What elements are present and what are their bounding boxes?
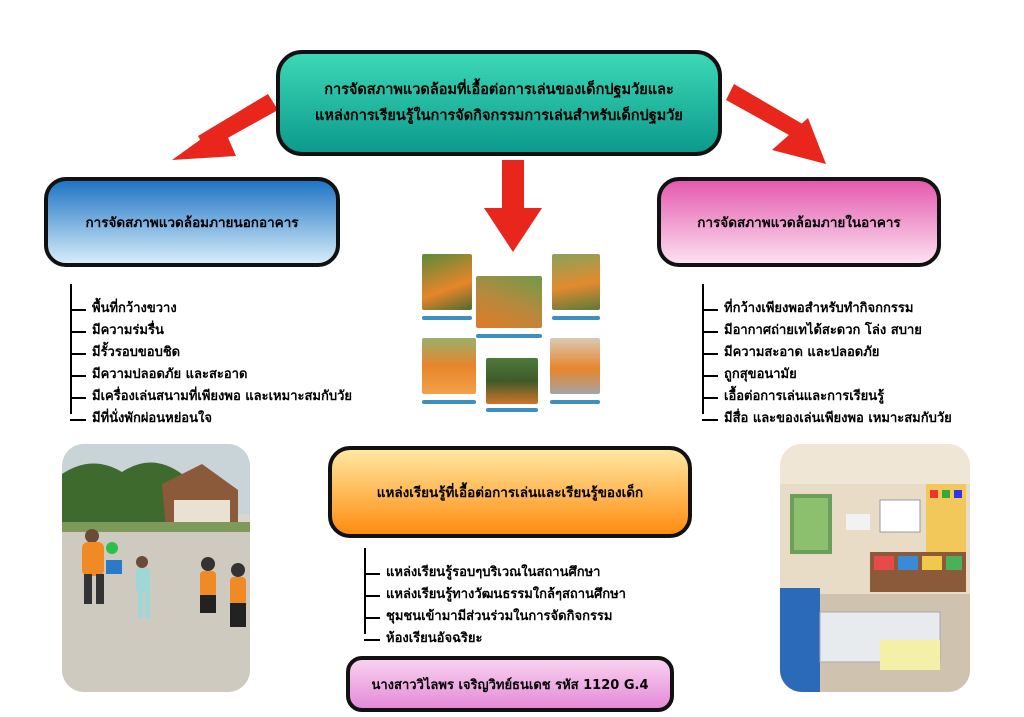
arrow-to-indoor (726, 84, 826, 164)
indoor-title-box: การจัดสภาพแวดล้อมภายในอาคาร (657, 177, 941, 267)
list-item: มีอากาศถ่ายเทได้สะดวก โล่ง สบาย (702, 320, 952, 342)
activity-collage (418, 254, 602, 414)
main-title-line-2: แหล่งการเรียนรู้ในการจัดกิจกรรมการเล่นสำ… (315, 108, 683, 124)
list-item: มีความปลอดภัย และสะอาด (70, 364, 352, 386)
main-title-line-1: การจัดสภาพแวดล้อมที่เอื้อต่อการเล่นของเด… (324, 82, 674, 98)
author-name: นางสาววิไลพร เจริญวิทย์ธนเดช รหัส 1120 G… (371, 677, 649, 693)
list-item: ชุมชนเข้ามามีส่วนร่วมในการจัดกิจกรรม (364, 606, 626, 628)
indoor-photo (780, 444, 970, 692)
collage-photo (552, 254, 600, 310)
list-item: เอื้อต่อการเล่นและการเรียนรู้ (702, 386, 952, 408)
main-title-box: การจัดสภาพแวดล้อมที่เอื้อต่อการเล่นของเด… (276, 50, 722, 156)
list-item: ที่กว้างเพียงพอสำหรับทำกิจกกรรม (702, 298, 952, 320)
arrow-to-outdoor (172, 94, 278, 160)
list-item: แหล่งเรียนรู้ทางวัฒนธรรมใกล้ๆสถานศึกษา (364, 584, 626, 606)
sources-title: แหล่งเรียนรู้ที่เอื้อต่อการเล่นและเรียนร… (376, 485, 644, 501)
list-item: มีสื่อ และของเล่นเพียงพอ เหมาะสมกับวัย (702, 408, 952, 430)
list-item: มีที่นั่งพักผ่อนหย่อนใจ (70, 408, 352, 430)
list-item: มีความสะอาด และปลอดภัย (702, 342, 952, 364)
list-item: แหล่งเรียนรู้รอบๆบริเวณในสถานศึกษา (364, 562, 626, 584)
list-item: มีความร่มรื่น (70, 320, 352, 342)
arrow-to-collage (484, 160, 542, 252)
collage-photo (476, 276, 542, 328)
author-box: นางสาววิไลพร เจริญวิทย์ธนเดช รหัส 1120 G… (346, 656, 674, 712)
sources-list: แหล่งเรียนรู้รอบๆบริเวณในสถานศึกษา แหล่ง… (364, 548, 626, 650)
collage-photo (422, 338, 476, 394)
list-item: มีรั้วรอบขอบชิด (70, 342, 352, 364)
outdoor-list: พื้นที่กว้างขวาง มีความร่มรื่น มีรั้วรอบ… (70, 284, 352, 430)
collage-photo (486, 358, 538, 404)
sources-title-box: แหล่งเรียนรู้ที่เอื้อต่อการเล่นและเรียนร… (328, 446, 692, 538)
outdoor-title-box: การจัดสภาพแวดล้อมภายนอกอาคาร (44, 177, 340, 267)
outdoor-title: การจัดสภาพแวดล้อมภายนอกอาคาร (85, 215, 299, 231)
indoor-title: การจัดสภาพแวดล้อมภายในอาคาร (697, 215, 901, 231)
outdoor-photo (62, 444, 250, 692)
list-item: ถูกสุขอนามัย (702, 364, 952, 386)
collage-photo (550, 338, 600, 394)
list-item: พื้นที่กว้างขวาง (70, 298, 352, 320)
collage-photo (422, 254, 472, 310)
list-item: มีเครื่องเล่นสนามที่เพียงพอ และเหมาะสมกั… (70, 386, 352, 408)
list-item: ห้องเรียนอัจฉริยะ (364, 628, 626, 650)
indoor-list: ที่กว้างเพียงพอสำหรับทำกิจกกรรม มีอากาศถ… (702, 284, 952, 430)
